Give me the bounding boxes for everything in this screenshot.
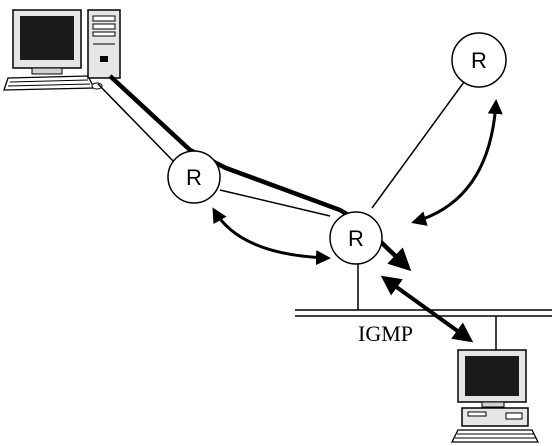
link-router-ul-center-thin: [219, 189, 331, 217]
router-top-right-label: R: [471, 48, 487, 73]
source-computer-icon: [3, 9, 121, 91]
signal-arrow-left: [212, 207, 331, 266]
router-upper-left-label: R: [186, 165, 202, 190]
router-center: R: [329, 211, 383, 265]
igmp-label: IGMP: [358, 321, 413, 346]
router-center-label: R: [348, 226, 364, 251]
router-top-right: R: [451, 32, 507, 88]
igmp-arrow: [380, 275, 474, 343]
link-source-router-ul-thin: [97, 83, 179, 167]
router-upper-left: R: [167, 150, 221, 204]
link-router-tr-center: [371, 81, 465, 209]
lan-segment: [295, 309, 552, 317]
signal-arrow-right: [411, 99, 503, 226]
receiver-computer-icon: [450, 349, 540, 443]
